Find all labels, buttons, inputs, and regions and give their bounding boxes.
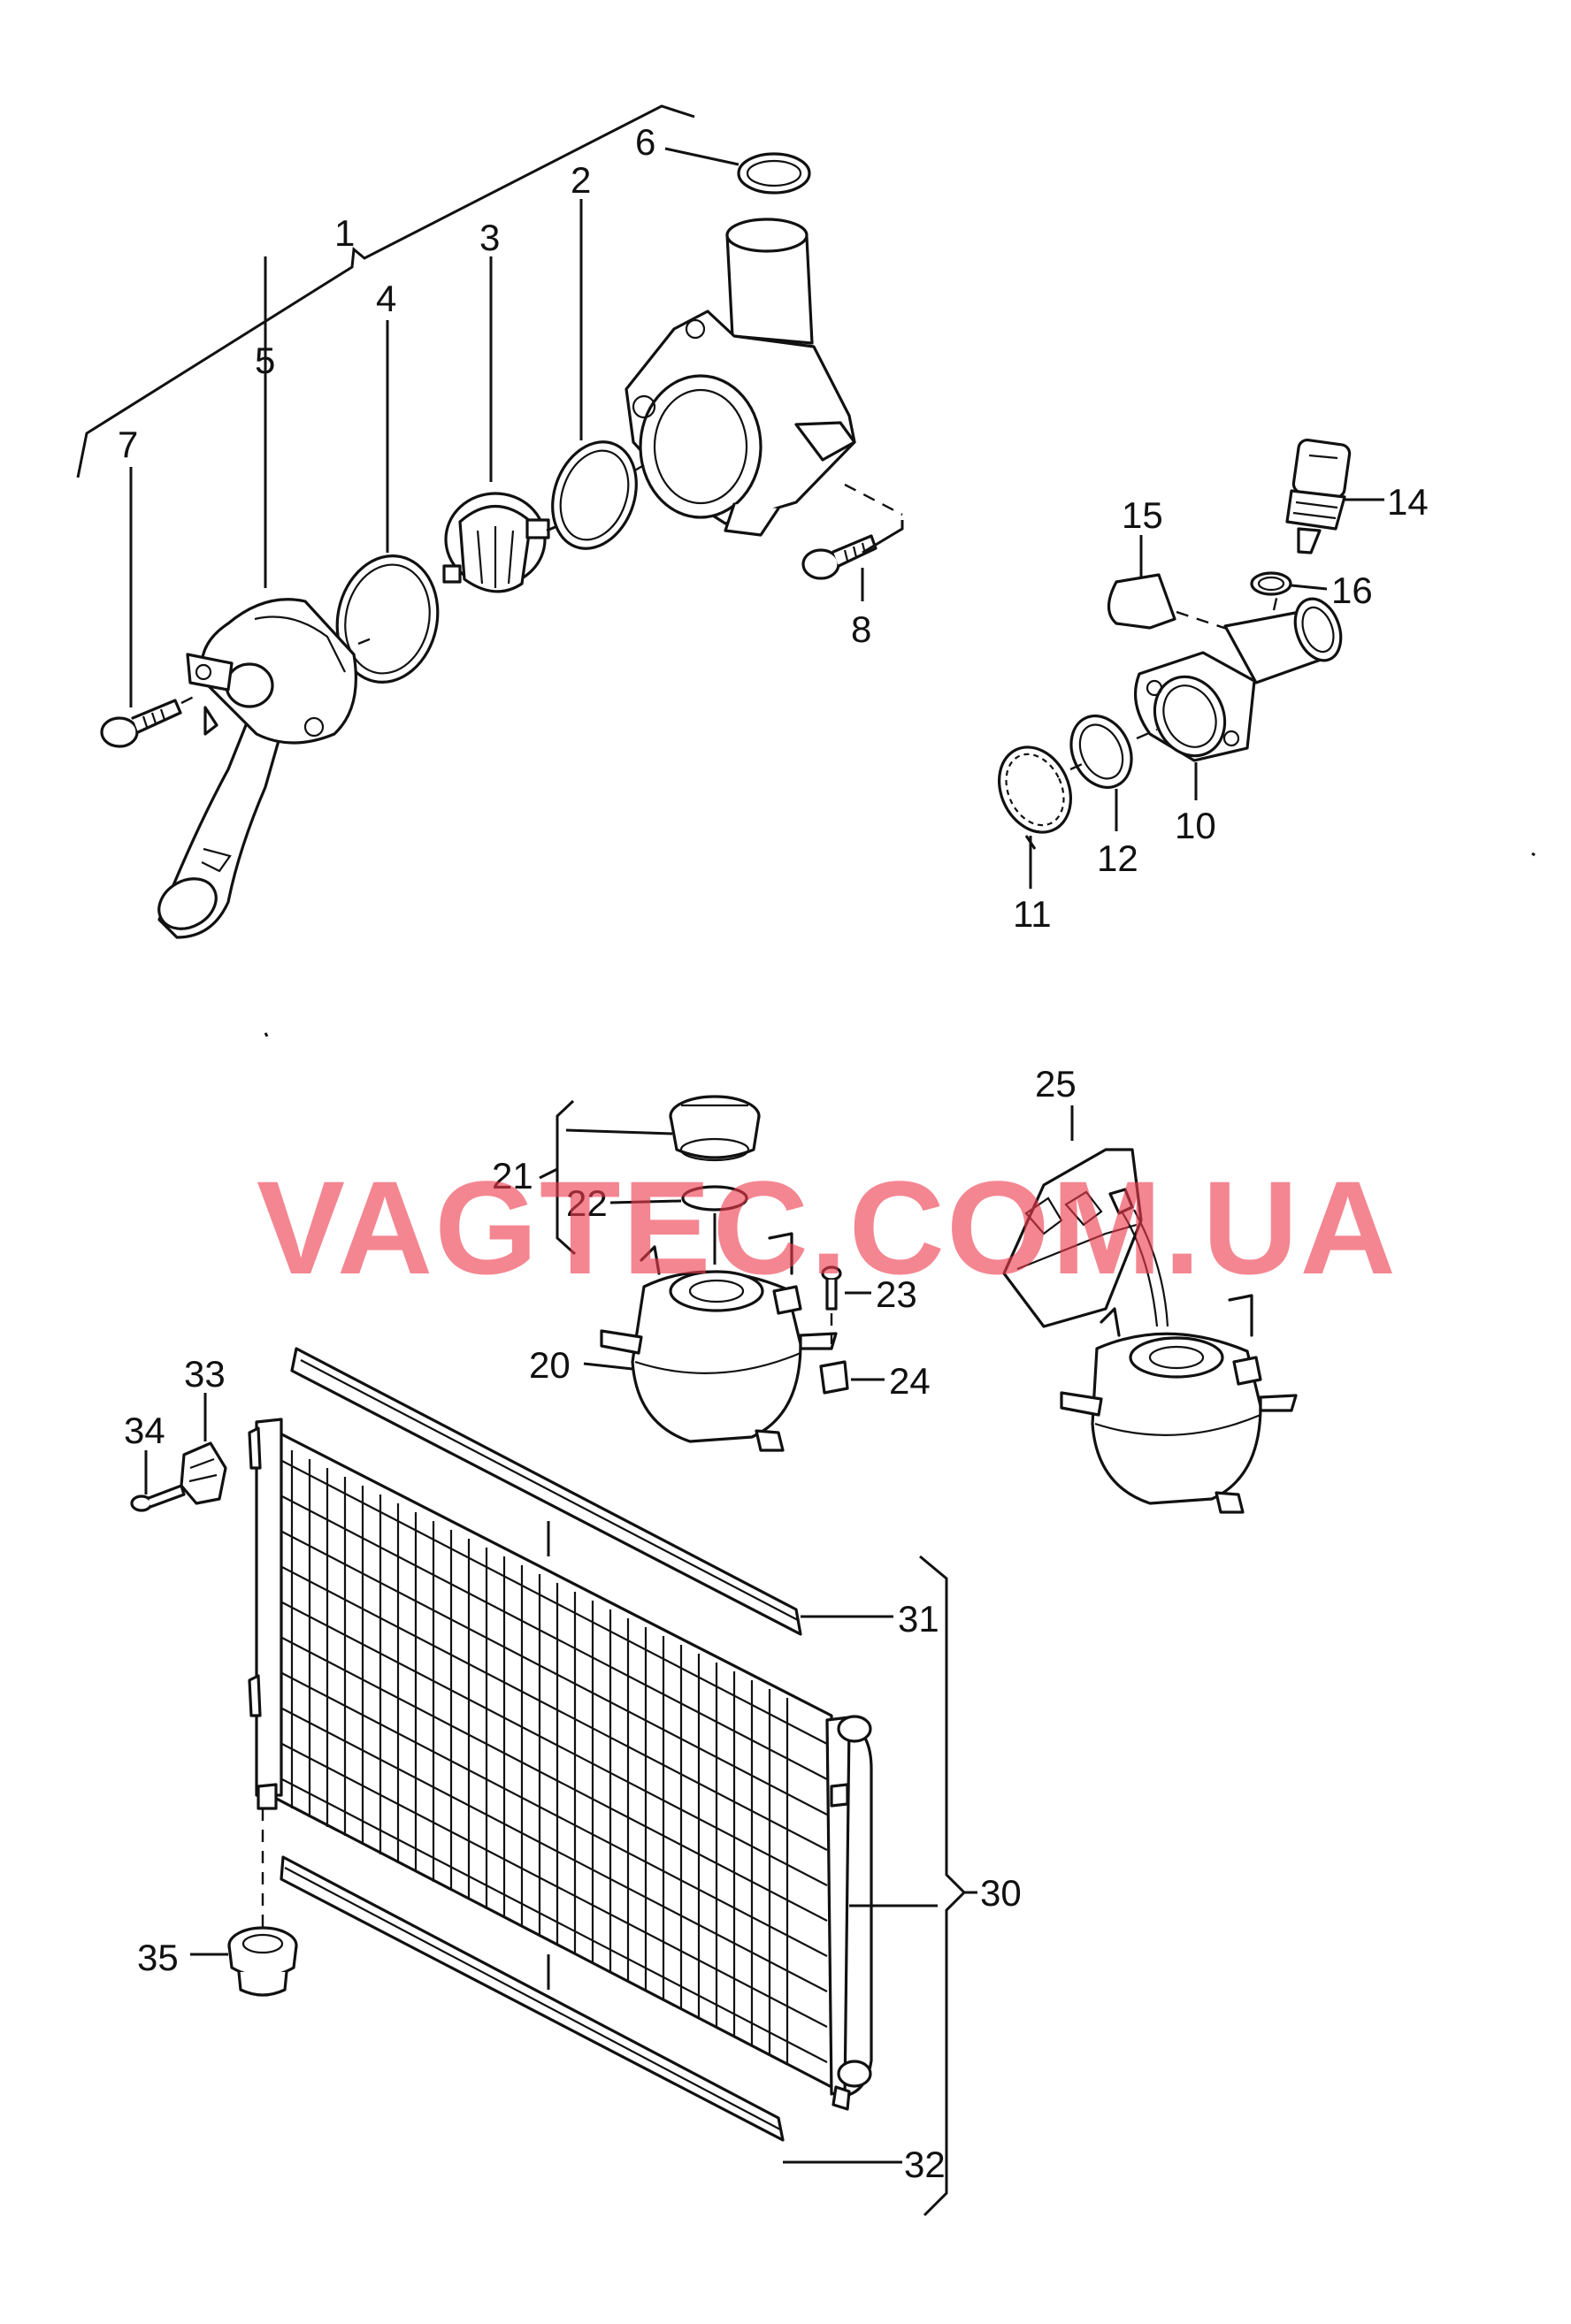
part-16-o-ring[interactable] — [1250, 571, 1328, 596]
part-22-o-ring[interactable] — [609, 1185, 748, 1265]
part-14-temperature-sensor[interactable] — [1285, 438, 1384, 554]
callout-8: 8 — [851, 608, 871, 650]
callout-labels: 1 2 3 4 5 6 7 8 10 11 12 14 15 16 20 21 … — [118, 121, 1429, 2185]
part-3-thermostat[interactable] — [442, 256, 558, 593]
callout-16: 16 — [1331, 570, 1373, 611]
group-bracket-21 — [539, 1099, 673, 1256]
watermark: VAGTEC.COM.UA — [257, 1153, 1398, 1302]
callout-20: 20 — [529, 1344, 571, 1386]
callout-15: 15 — [1122, 494, 1163, 536]
part-12-sealing-ring[interactable] — [1060, 706, 1158, 831]
callout-31: 31 — [898, 1598, 939, 1640]
part-31-upper-seal-strip[interactable] — [290, 1347, 893, 1636]
callout-10: 10 — [1175, 805, 1216, 846]
part-2-sealing-ring[interactable] — [539, 199, 651, 561]
expansion-tank-filling-view — [1060, 1294, 1298, 1514]
callout-33: 33 — [184, 1353, 226, 1395]
group-bracket-30 — [919, 1555, 977, 2217]
part-34-screw[interactable] — [130, 1450, 186, 1512]
part-11-retaining-clip[interactable] — [985, 736, 1087, 889]
callout-30: 30 — [980, 1872, 1022, 1914]
part-21-cap[interactable] — [669, 1095, 761, 1162]
part-33-bracket[interactable] — [180, 1393, 227, 1505]
callout-3: 3 — [479, 217, 500, 258]
part-6-o-ring[interactable] — [664, 147, 811, 195]
part-15-gasket[interactable] — [1107, 535, 1230, 631]
part-8-bolt[interactable] — [801, 520, 904, 601]
callout-2: 2 — [571, 159, 591, 201]
callout-4: 4 — [376, 278, 396, 319]
callout-1: 1 — [334, 212, 355, 254]
callout-32: 32 — [904, 2144, 946, 2185]
callout-35: 35 — [137, 1937, 179, 1978]
callout-12: 12 — [1097, 837, 1138, 879]
part-24-nut[interactable] — [819, 1360, 885, 1395]
stray-marks — [264, 852, 1536, 1037]
callout-22: 22 — [566, 1182, 608, 1224]
callout-7: 7 — [118, 424, 138, 465]
part-10-coolant-connector[interactable] — [1133, 590, 1349, 800]
callout-25: 25 — [1035, 1063, 1077, 1105]
callout-34: 34 — [124, 1410, 165, 1451]
part-23-screw[interactable] — [821, 1265, 871, 1344]
callout-23: 23 — [876, 1273, 917, 1315]
part-30-radiator[interactable] — [248, 1418, 938, 2111]
part-32-lower-seal-strip[interactable] — [280, 1855, 902, 2164]
callout-14: 14 — [1387, 481, 1429, 523]
thermostat-housing[interactable] — [609, 218, 903, 537]
callout-6: 6 — [635, 121, 655, 163]
part-7-bolt[interactable] — [100, 467, 200, 748]
callout-21: 21 — [492, 1155, 533, 1196]
callout-11: 11 — [1013, 893, 1052, 935]
part-25-coolant-canister[interactable] — [1002, 1105, 1169, 1328]
part-20-expansion-tank[interactable] — [583, 1232, 838, 1452]
part-35-mounting-rubber[interactable] — [190, 1808, 298, 1997]
radiator-fins — [278, 1450, 828, 2064]
part-5-coolant-flange[interactable] — [150, 256, 377, 939]
part-4-gasket[interactable] — [326, 320, 448, 692]
callout-24: 24 — [889, 1360, 931, 1402]
group-bracket-1 — [76, 104, 695, 478]
callout-5: 5 — [255, 340, 275, 381]
